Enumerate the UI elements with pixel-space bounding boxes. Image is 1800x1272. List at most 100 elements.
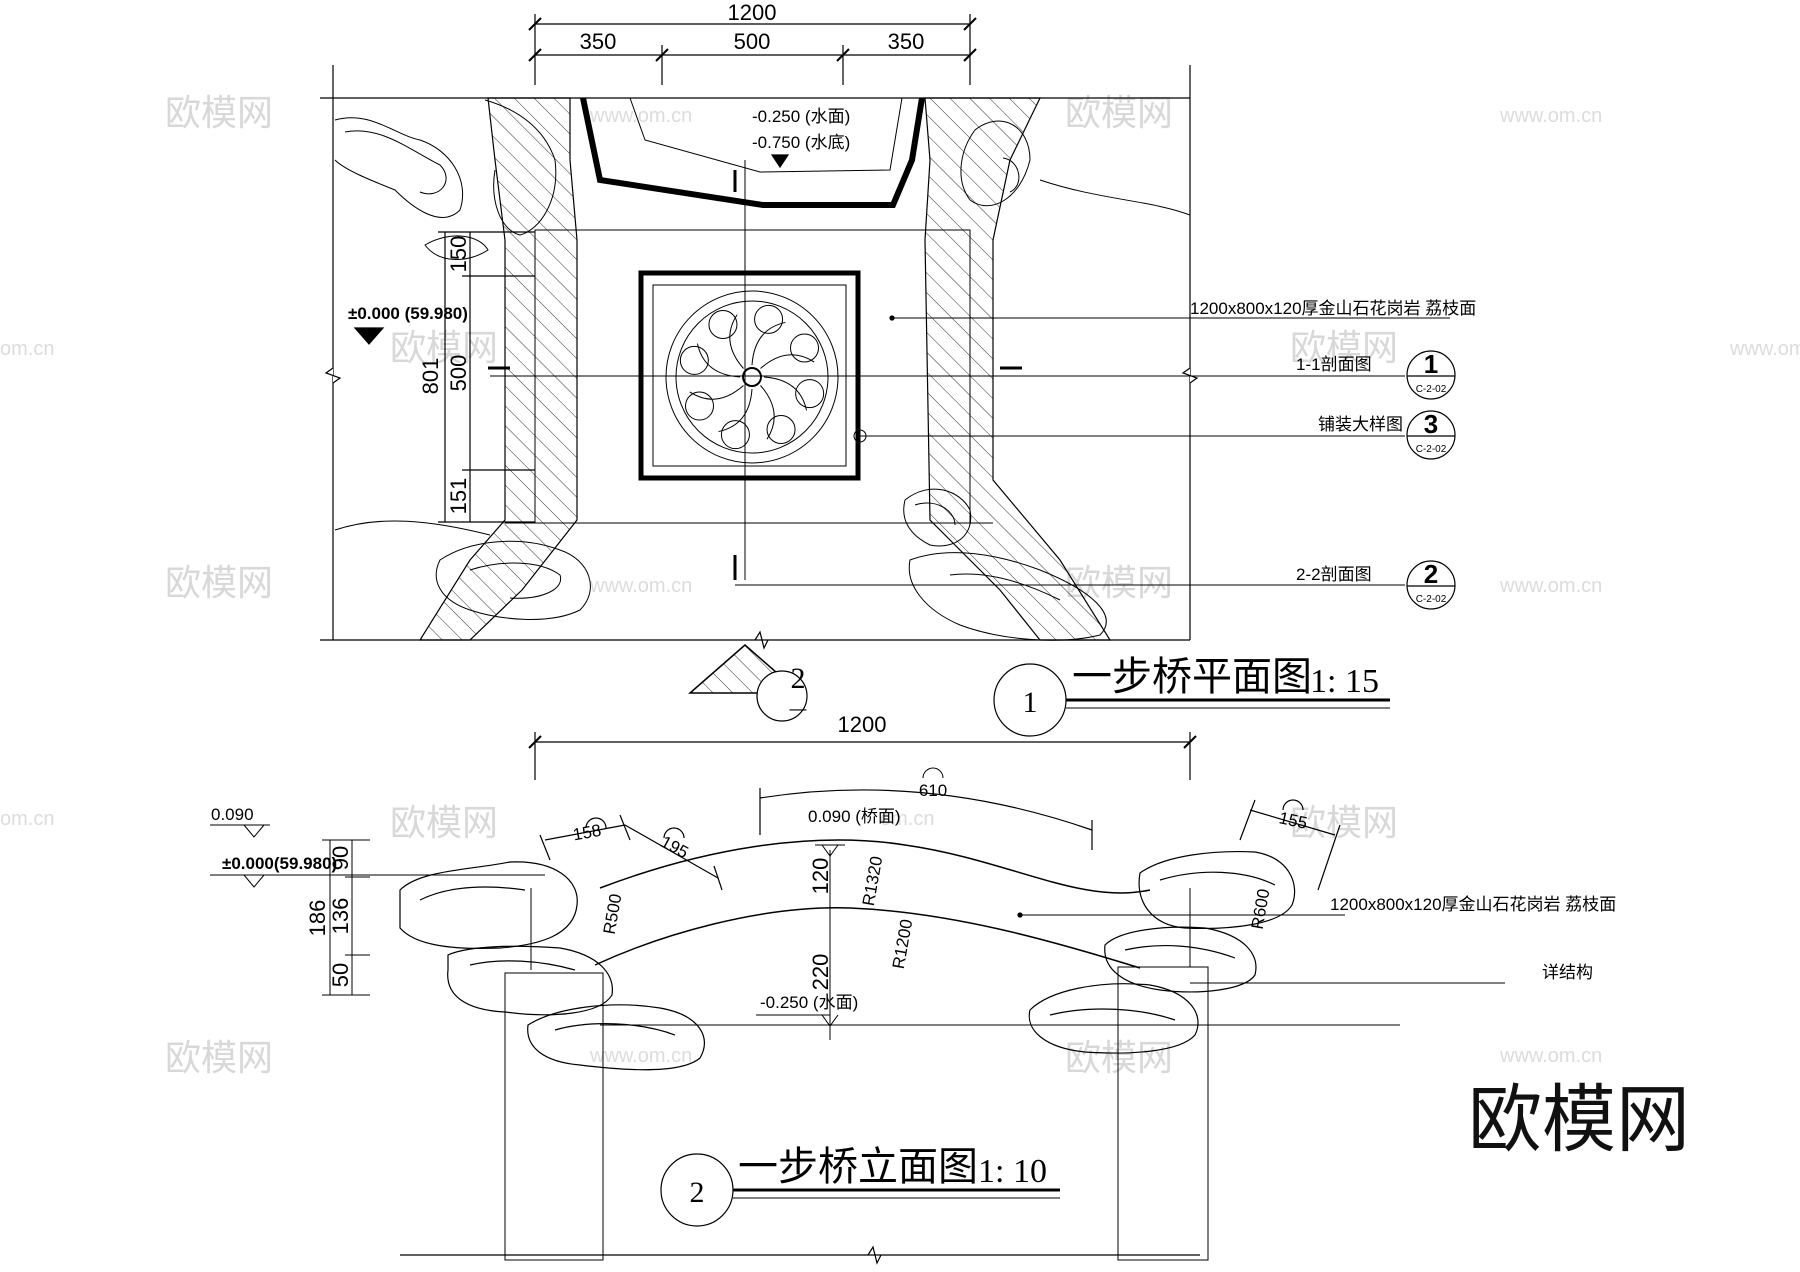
rosette-petal [763,376,808,411]
plan-dim-middle-panel: 500 [446,355,471,392]
ref-2-number: 2 [1424,559,1438,589]
elevation-level-bridge: 0.090 (桥面) [808,807,901,826]
elevation-rocks [399,851,1296,1071]
elevation-title-text: 一步桥立面图 [738,1144,978,1190]
watermark-text: 欧模网 [165,563,273,604]
watermark-url: www.om.cn [1499,1045,1602,1067]
elevation-dim-center-a: 120 [808,858,833,895]
elevation-level-water: -0.250 (水面) [760,993,858,1012]
plan-dim-middle: 500 [734,29,771,54]
rosette-petal [729,314,744,369]
rosette-lobe [754,304,784,334]
bridge-bottom-arc [594,907,1141,969]
rosette-lobe [685,391,715,421]
pond-inner [629,97,903,173]
ref-2-sheet: C-2-02 [1416,594,1447,605]
ref-3-number: 3 [1424,409,1438,439]
rosette-ornament [665,290,839,464]
watermark-text: 欧模网 [390,328,498,369]
plan-title-number: 1 [1023,686,1038,719]
watermark-url: om.cn [0,338,54,360]
ref-bubble-1 [1406,350,1456,400]
plan-left-dimensions [438,231,535,523]
watermark-text: 欧模网 [1065,93,1173,134]
plan-callout-detail-3: 铺装大样图 [1318,415,1403,434]
left-pier [504,972,604,1261]
watermark-url: www.om.cn [1499,575,1602,597]
rosette-petal [689,385,744,400]
rosette-petal [760,385,775,440]
elevation-dim-a: 90 [328,846,353,870]
watermark-url: www.om.cn [589,575,692,597]
plan-level-datum: ±0.000 (59.980) [348,304,468,323]
rosette-petal [718,388,753,433]
bridge-top-arc [599,839,1151,894]
section-marker-number: 2 [791,662,806,695]
elevation-level-datum: ±0.000(59.980) [222,854,337,873]
rosette-lobe [679,345,709,375]
ref-1-number: 1 [1424,349,1438,379]
plan-top-dimensions [528,14,977,85]
elevation-dim-total: 186 [305,900,330,937]
plan-callout-section-1: 1-1剖面图 [1296,355,1372,374]
watermark-url: om.cn [880,808,934,830]
rosette-petal [751,321,786,366]
elevation-view [210,732,1505,1265]
elevation-radius-600: R600 [1248,887,1274,930]
watermark-url: www.om.cn [1729,338,1800,360]
elevation-dim-left-a: 158 [571,821,602,845]
plan-view: 1200 350 500 350 [320,0,1456,737]
elevation-radius-500: R500 [600,892,626,935]
watermark-text: 欧模网 [1290,803,1398,844]
plan-dim-left: 350 [580,29,617,54]
left-abutment [418,97,578,641]
water-bottom-marker [770,154,790,169]
plan-dim-total-height: 801 [418,358,443,395]
plan-title-text: 一步桥平面图 [1072,654,1312,700]
plan-level-water-bottom: -0.750 (水底) [752,133,850,152]
plan-callout-section-2: 2-2剖面图 [1296,565,1372,584]
ref-bubble-2 [1406,560,1456,610]
pond-edge [580,97,925,208]
rosette-petal [696,343,741,378]
rosette-petal [760,354,815,369]
section-marker-sheet: — [790,699,807,718]
elevation-dim-arc-top: 610 [919,781,947,800]
plan-dim-top-strip: 150 [446,236,471,273]
ref-1-sheet: C-2-02 [1416,384,1447,395]
elevation-dim-overall: 1200 [838,712,887,737]
watermark-text: 欧模网 [1290,328,1398,369]
rosette-lobe [720,420,750,450]
watermark-text: 欧模网 [165,93,273,134]
watermark-text: 欧模网 [390,803,498,844]
brand-logo: 欧模网 [1468,1077,1690,1163]
rosette-lobe [766,414,796,444]
plan-dim-right: 350 [888,29,925,54]
elevation-title-scale: 1: 10 [978,1153,1047,1190]
elevation-callout-structure: 详结构 [1542,963,1593,982]
watermark-text: 欧模网 [1065,1038,1173,1079]
watermark-url: www.om.cn [589,105,692,127]
elevation-radius-1320: R1320 [859,855,886,908]
ref-bubble-3 [1406,410,1456,460]
plan-title-scale: 1: 15 [1310,663,1379,700]
rosette-lobe [708,310,738,340]
plan-level-water-surface: -0.250 (水面) [752,107,850,126]
elevation-dim-left-b: 195 [658,832,692,862]
rosette-lobe [789,333,819,363]
elevation-callout-stone: 1200x800x120厚金山石花岗岩 荔枝面 [1330,895,1616,914]
elevation-dim-c: 50 [328,963,353,987]
plan-dim-overall: 1200 [728,0,777,25]
plan-rocks [334,99,1191,641]
watermark-text: 欧模网 [165,1038,273,1079]
elevation-dim-b: 136 [328,898,353,935]
elevation-dim-center-b: 220 [808,954,833,991]
watermarks: 欧模网 欧模网 www.om.cn www.om.cn 欧模网 欧模网 om.c… [0,93,1800,1079]
elevation-level-top: 0.090 [211,805,254,824]
elevation-radius-1200: R1200 [889,918,916,971]
right-pier [1117,966,1209,1261]
watermark-url: om.cn [0,808,54,830]
elevation-title-number: 2 [690,1176,705,1209]
plan-callout-stone: 1200x800x120厚金山石花岗岩 荔枝面 [1190,299,1476,318]
